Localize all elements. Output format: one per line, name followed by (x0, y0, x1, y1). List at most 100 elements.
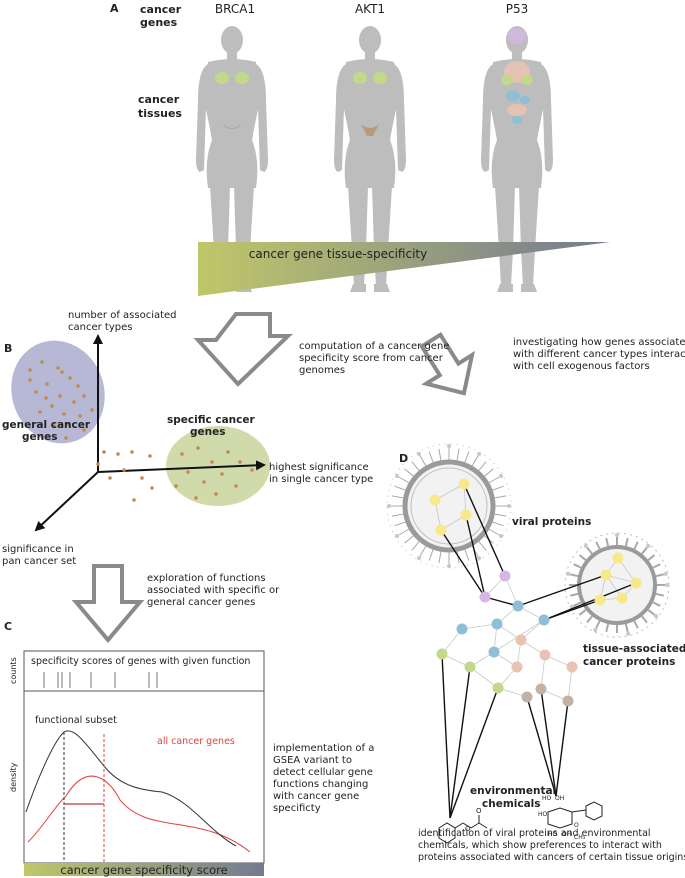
score-gradient-bar (24, 863, 264, 876)
gene-dot (44, 396, 48, 400)
gene-dot (40, 360, 44, 364)
gene-dot (56, 366, 60, 370)
c-desc-line6: specificty (273, 803, 321, 814)
gene-dot (28, 368, 32, 372)
svg-text:O: O (476, 807, 482, 815)
arrow-label-to-c: exploration of functions associated with… (147, 573, 280, 608)
x-axis-label-line1: highest significance (269, 462, 369, 473)
panel-d: D O O HO (386, 443, 685, 863)
svg-text:O: O (574, 822, 579, 829)
gene-dot (202, 480, 206, 484)
protein-node (566, 661, 578, 673)
tissue-breast-right (235, 72, 249, 84)
protein-network (429, 478, 642, 819)
gene-dot (66, 422, 70, 426)
protein-node (429, 494, 441, 506)
general-cluster-label-line2: genes (22, 431, 57, 443)
score-rug (43, 672, 158, 688)
gene-dots (28, 360, 254, 502)
gene-dot (50, 404, 54, 408)
arrow-label-to-c-line2: associated with specific or (147, 585, 280, 596)
body-figure-akt1 (334, 26, 406, 292)
gene-dot (52, 424, 56, 428)
gene-dot (62, 412, 66, 416)
virus-particle-1 (386, 443, 512, 569)
gene-dot (76, 384, 80, 388)
panel-letter-a: A (110, 2, 119, 15)
density-axis-label: density (9, 762, 18, 792)
tissue-breast-left (353, 72, 367, 84)
z-axis (34, 471, 99, 532)
arrow-label-to-d-line3: with cell exogenous factors (513, 361, 650, 372)
svg-text:O: O (465, 825, 471, 833)
z-axis-label-line1: significance in (2, 544, 74, 555)
svg-text:CH₃: CH₃ (574, 834, 586, 841)
gene-dot (210, 460, 214, 464)
row-label-tissues-2: tissues (138, 107, 182, 120)
arrow-label-to-c-line3: general cancer genes (147, 597, 255, 608)
gene-dot (196, 446, 200, 450)
d-desc-line1: identification of viral proteins and env… (418, 828, 651, 839)
row-label-tissues-1: cancer (138, 93, 180, 106)
arrow-label-to-c-line1: exploration of functions (147, 573, 266, 584)
d-desc-line2: chemicals, which show preferences to int… (418, 840, 662, 851)
tissue-intestine (507, 104, 527, 116)
x-axis-label: cancer gene specificity score (60, 863, 227, 877)
arrow-label-to-b-line3: genomes (299, 365, 345, 376)
row-label-genes-1: cancer (140, 3, 182, 16)
protein-node (562, 695, 574, 707)
c-desc-line5: with cancer gene (273, 791, 359, 802)
gene-dot (220, 472, 224, 476)
arrow-label-to-d-line2: with different cancer types interact (513, 349, 685, 360)
tissue-liver (506, 91, 520, 101)
chemical-structure-1: O O (438, 807, 488, 844)
gene-dot (238, 460, 242, 464)
row-label-genes-2: genes (140, 16, 178, 29)
protein-node (499, 570, 511, 582)
svg-text:OH: OH (555, 795, 564, 802)
protein-node (612, 552, 624, 564)
chemical-structure-2: HO OH HO HO OH O CH₃ (538, 795, 603, 841)
gene-dot (78, 414, 82, 418)
gene-label-p53: P53 (506, 2, 529, 16)
protein-node (458, 478, 470, 490)
gene-dot (150, 486, 154, 490)
all-genes-label: all cancer genes (157, 736, 235, 747)
c-desc-line2: GSEA variant to (273, 755, 352, 766)
tissue-bladder (512, 116, 522, 124)
gene-dot (174, 484, 178, 488)
protein-node (511, 661, 523, 673)
gene-dot (64, 436, 68, 440)
arrow-a-to-d (419, 331, 475, 396)
x-axis-label-line2: in single cancer type (269, 474, 373, 485)
protein-node (630, 577, 642, 589)
env-chemicals-label-line2: chemicals (482, 798, 541, 810)
gene-label-brca1: BRCA1 (215, 2, 255, 16)
protein-node (515, 634, 527, 646)
counts-axis-label: counts (9, 657, 18, 684)
gene-label-akt1: AKT1 (355, 2, 385, 16)
protein-node (435, 524, 447, 536)
c-desc-line3: detect cellular gene (273, 767, 373, 778)
gene-dot (148, 454, 152, 458)
gene-dot (82, 428, 86, 432)
gene-dot (90, 408, 94, 412)
plot-frame (23, 650, 265, 864)
panel-c: C specificity scores of genes with given… (4, 620, 265, 878)
protein-node (436, 648, 448, 660)
tissue-uterus (361, 124, 379, 136)
arrow-a-to-b (193, 312, 293, 387)
gene-dot (28, 378, 32, 382)
viral-proteins-label: viral proteins (512, 516, 591, 528)
arrow-label-to-b-line2: specificity score from cancer (299, 353, 444, 364)
gene-dot (68, 376, 72, 380)
top-plot-title: specificity scores of genes with given f… (31, 656, 250, 667)
general-gene-cluster (11, 340, 105, 444)
protein-node (491, 618, 503, 630)
gene-dot (38, 410, 42, 414)
functional-subset-curve (25, 730, 237, 847)
gene-dot (214, 492, 218, 496)
gene-dot (122, 468, 126, 472)
protein-node (538, 614, 550, 626)
specific-cluster-label-line2: genes (190, 426, 225, 438)
